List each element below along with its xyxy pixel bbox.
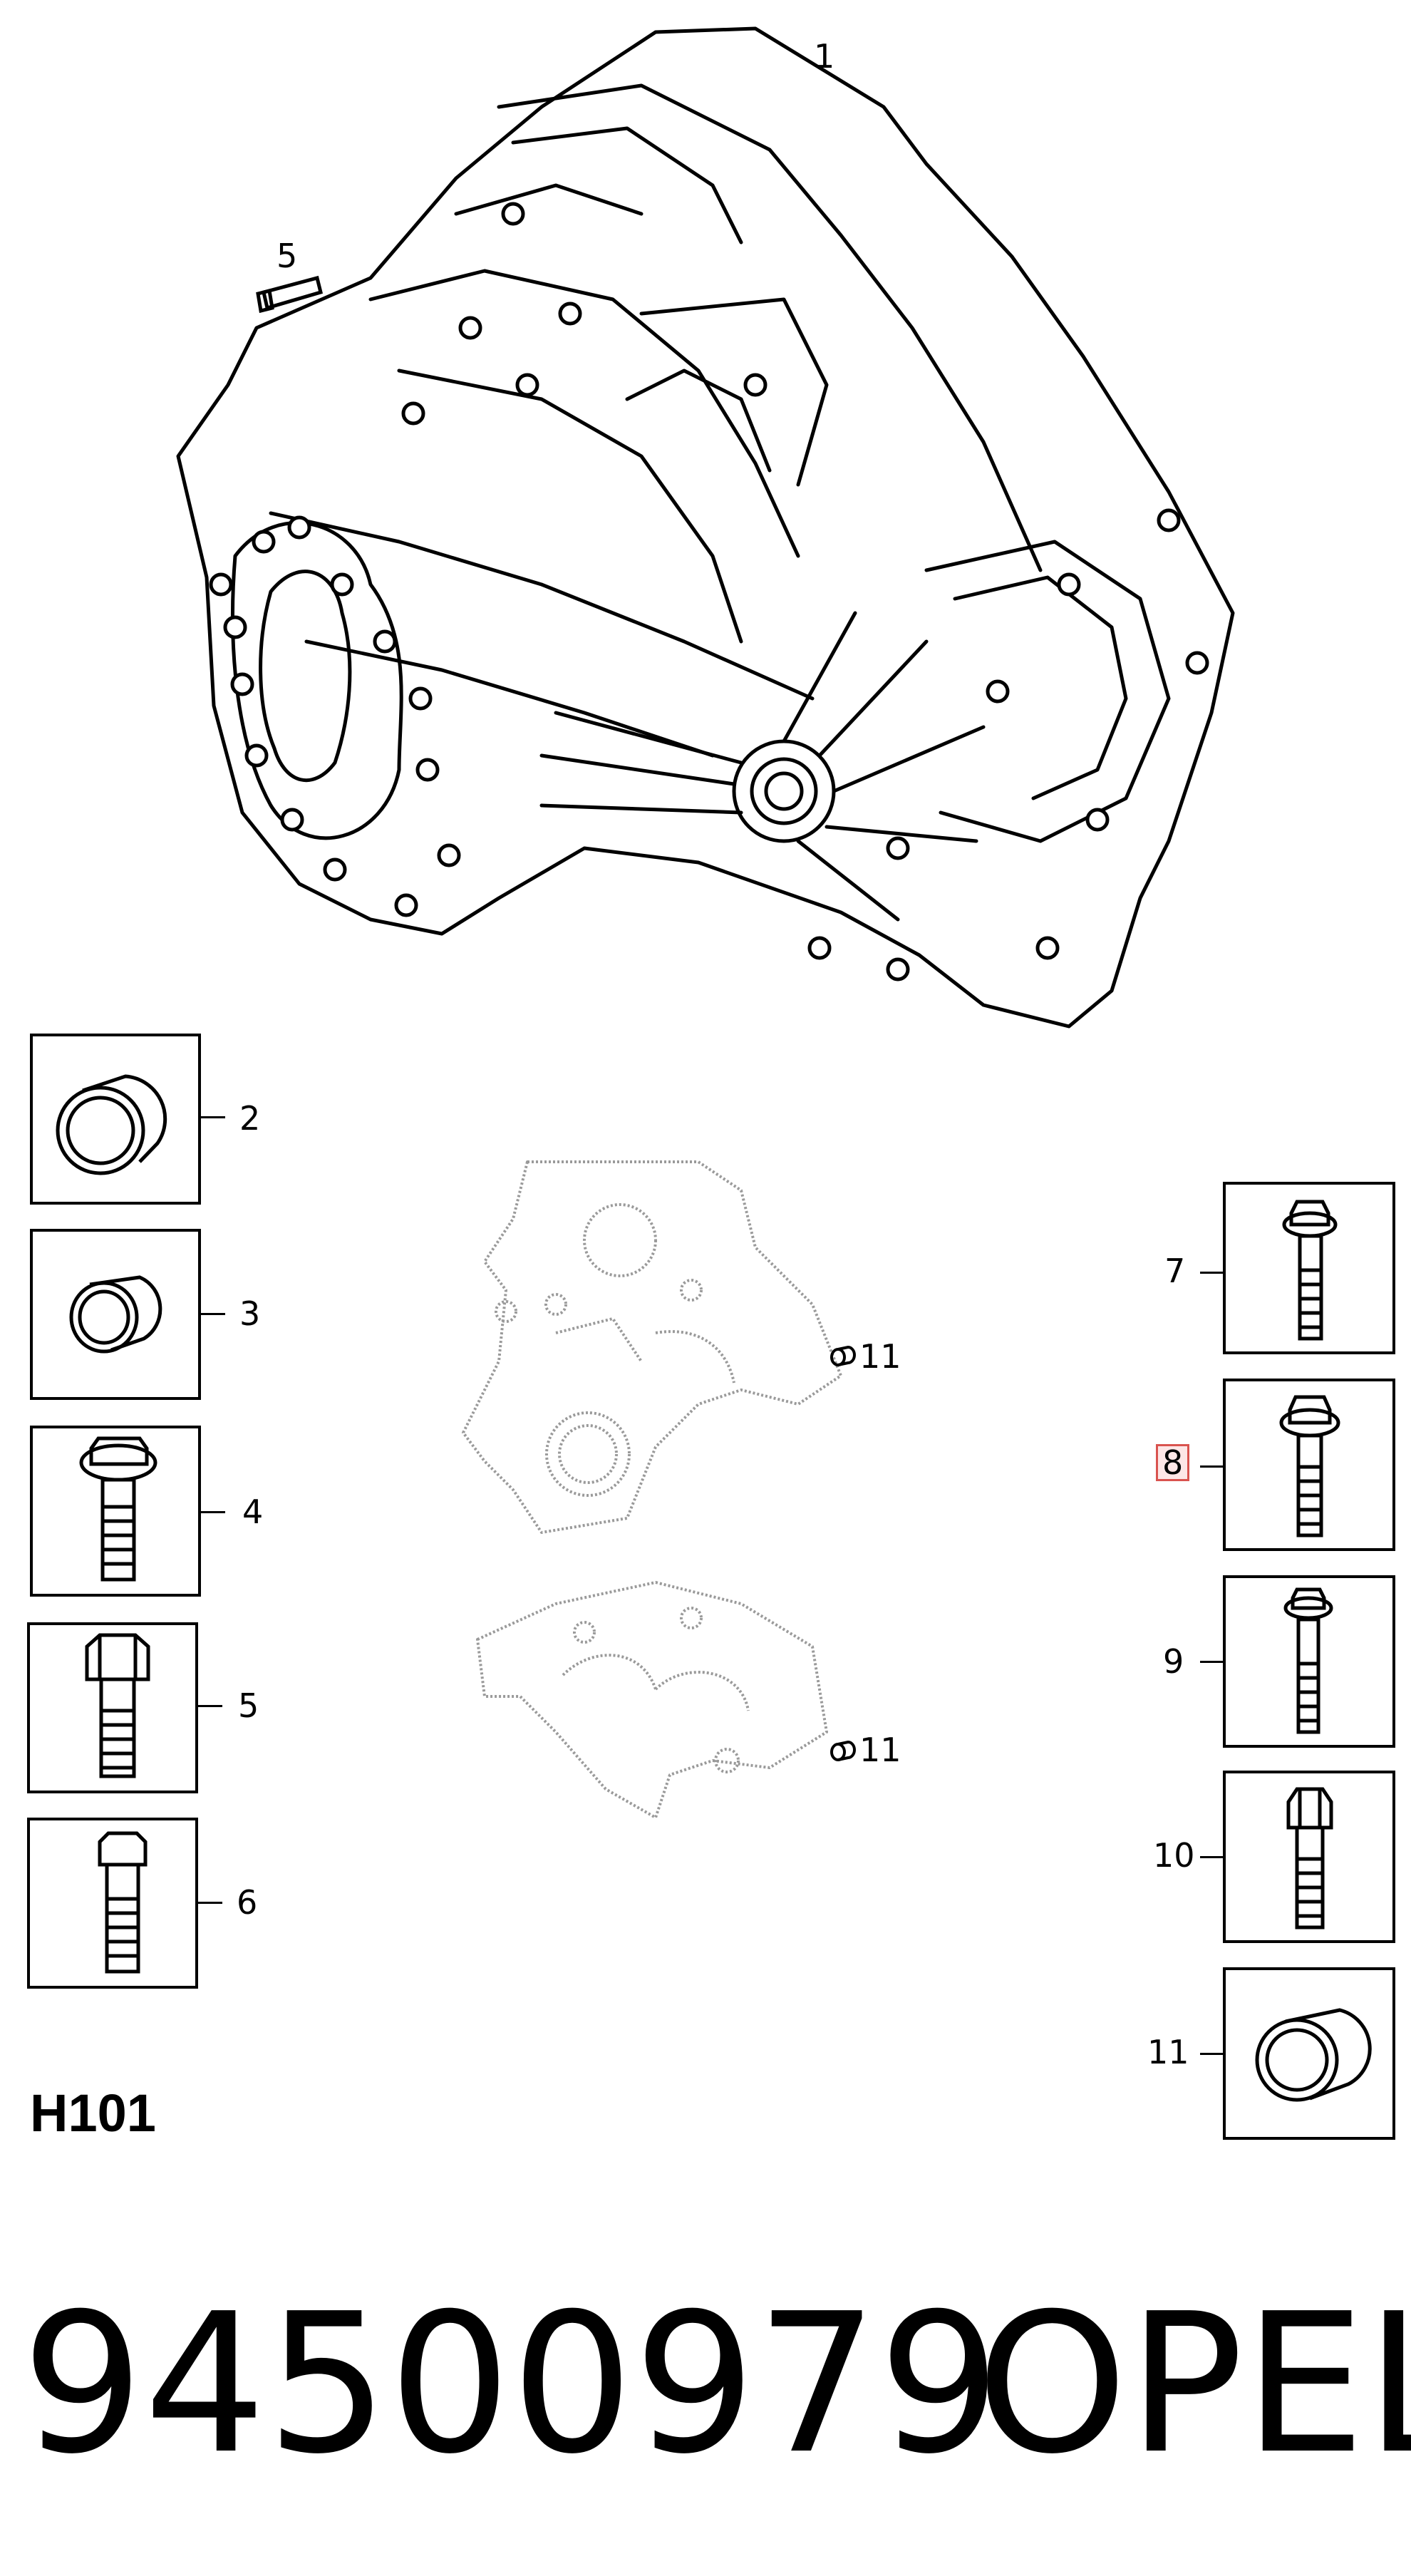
callout-7: 7 [1164,1252,1186,1290]
part-8-box [1223,1379,1395,1551]
callout-11-lower: 11 [859,1731,901,1769]
callout-10: 10 [1153,1836,1195,1875]
leader-line-8 [1200,1465,1224,1468]
engine-block-outline [462,1160,842,1819]
leader-line-10 [1200,1856,1224,1858]
bolt-icon [98,1831,148,1974]
flange-bolt-icon [1279,1395,1340,1537]
callout-11-upper: 11 [859,1337,901,1376]
sleeve-icon [1255,2008,1372,2102]
part-10-box [1223,1771,1395,1943]
part-7-box [1223,1182,1395,1354]
flange-bolt-icon [79,1436,157,1582]
part-number: 94500979 [21,2272,1001,2496]
callout-2: 2 [239,1099,261,1138]
dowel-sleeve-lower [830,1740,856,1761]
leader-line-4 [201,1511,225,1513]
flange-bolt-icon [1282,1200,1338,1341]
leader-line-7 [1200,1272,1224,1274]
brand-name: OPEL [976,2272,1411,2496]
sleeve-icon [56,1074,167,1175]
part-5-box [27,1622,198,1793]
part-9-box [1223,1575,1395,1748]
part-6-box [27,1818,198,1989]
part-3-box [30,1229,201,1400]
callout-4: 4 [242,1493,264,1531]
dowel-sleeve-upper [830,1345,856,1366]
leader-line-6 [198,1902,222,1904]
part-11-box [1223,1967,1395,2140]
sleeve-icon [69,1275,162,1354]
hex-bolt-icon [85,1633,150,1778]
part-4-box [30,1426,201,1597]
callout-5: 5 [238,1686,259,1725]
flange-bolt-icon [1283,1587,1333,1734]
hex-bolt-icon [1286,1787,1333,1930]
callout-5-top: 5 [276,237,298,275]
callout-3: 3 [239,1294,261,1333]
callout-8-highlighted: 8 [1156,1444,1190,1481]
diagram-code: H101 [30,2083,156,2143]
callout-1: 1 [814,37,835,76]
leader-line-5 [198,1705,222,1707]
leader-line-3 [201,1313,225,1315]
leader-line-9 [1200,1661,1224,1663]
part-2-box [30,1034,201,1205]
footer: 94500979 OPEL [21,2288,1411,2480]
callout-11: 11 [1147,2033,1189,2071]
callout-6: 6 [237,1883,258,1922]
gearbox-housing-illustration [176,26,1235,1029]
callout-9: 9 [1163,1642,1184,1681]
leader-line-11 [1200,2053,1224,2055]
leader-line-2 [201,1116,225,1118]
